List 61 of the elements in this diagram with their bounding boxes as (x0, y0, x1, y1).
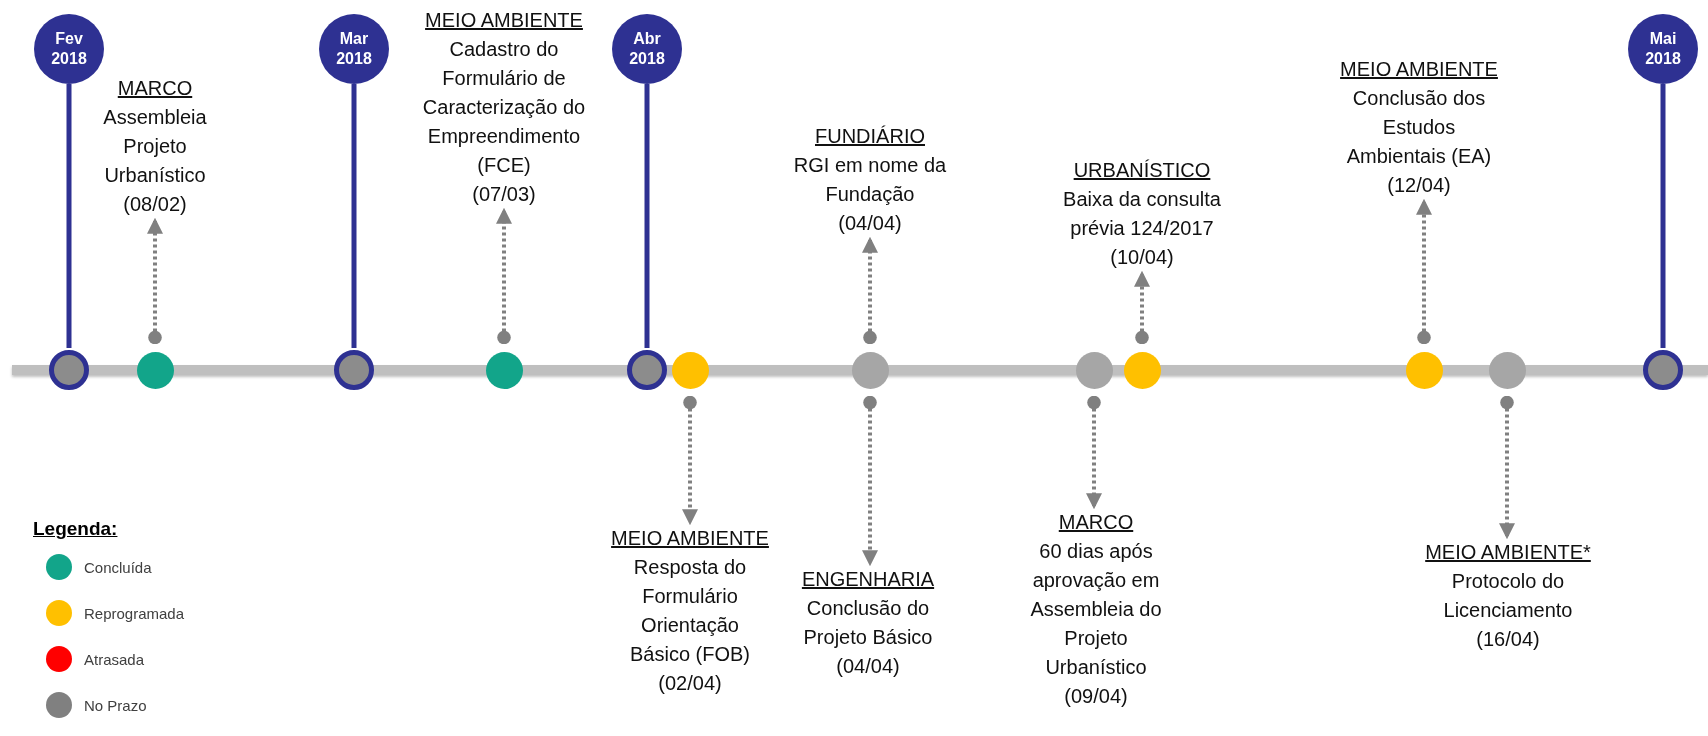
category-heading: URBANÍSTICO (1073, 158, 1211, 183)
legend-title: Legenda: (33, 518, 118, 540)
connector-line (351, 84, 357, 348)
dotted-arrow (862, 236, 878, 345)
category-heading: MEIO AMBIENTE (1340, 57, 1498, 82)
event-date: (02/04) (658, 671, 722, 696)
dotted-arrow (1499, 395, 1515, 540)
status-dot (671, 351, 709, 389)
category-heading: MEIO AMBIENTE* (1425, 540, 1591, 565)
event-date: (09/04) (1064, 684, 1128, 709)
event-description: Conclusão dos Estudos Ambientais (EA) (1345, 86, 1493, 169)
dotted-arrow (682, 395, 698, 526)
status-dot (851, 351, 889, 389)
status-dot (1123, 351, 1161, 389)
timeline-marker-circle (627, 350, 667, 390)
month-badge: Abr 2018 (612, 14, 682, 84)
status-dot (485, 351, 523, 389)
category-heading: MEIO AMBIENTE (611, 526, 769, 551)
status-dot (1075, 351, 1113, 389)
event-description: Cadastro do Formulário de Caracterização do Empreendimento (FCE) (421, 37, 587, 178)
dotted-arrow (147, 217, 163, 345)
category-heading: MARCO (1058, 510, 1134, 535)
dotted-arrow (862, 395, 878, 567)
connector-line (644, 84, 650, 348)
connector-line (1660, 84, 1666, 348)
status-dot (1405, 351, 1443, 389)
dotted-arrow (496, 207, 512, 345)
event-date: (10/04) (1110, 245, 1174, 270)
event-date: (08/02) (123, 192, 187, 217)
dotted-arrow (1134, 270, 1150, 345)
dotted-arrow (1086, 395, 1102, 510)
event-description: Protocolo do Licenciamento (1442, 569, 1574, 623)
status-dot (1488, 351, 1526, 389)
event-description: Conclusão do Projeto Básico (802, 596, 934, 650)
event-description: RGI em nome da Fundação (792, 153, 948, 207)
event-date: (12/04) (1387, 173, 1451, 198)
category-heading: ENGENHARIA (801, 567, 935, 592)
event-description: Resposta do Formulário Orientação Básico (FOB) (629, 555, 751, 667)
event-date: (04/04) (836, 654, 900, 679)
month-badge: Mar 2018 (319, 14, 389, 84)
dotted-arrow (1416, 198, 1432, 345)
legend-label: Concluída (84, 558, 152, 576)
event-description: Assembleia Projeto Urbanístico (102, 105, 208, 188)
event-description: 60 dias após aprovação em Assembleia do Projeto Urbanístico (1029, 539, 1163, 680)
category-heading: MARCO (117, 76, 193, 101)
month-badge: Fev 2018 (34, 14, 104, 84)
timeline-marker-circle (1643, 350, 1683, 390)
legend-label: No Prazo (84, 696, 147, 714)
legend-label: Atrasada (84, 650, 145, 668)
legend-label: Reprogramada (84, 604, 185, 622)
event-description: Baixa da consulta prévia 124/2017 (1062, 187, 1222, 241)
category-heading: FUNDIÁRIO (815, 124, 925, 149)
timeline-marker-circle (334, 350, 374, 390)
timeline-marker-circle (49, 350, 89, 390)
event-date: (04/04) (838, 211, 902, 236)
event-date: (16/04) (1476, 627, 1540, 652)
month-badge: Mai 2018 (1628, 14, 1698, 84)
status-dot (136, 351, 174, 389)
event-date: (07/03) (472, 182, 536, 207)
connector-line (66, 84, 72, 348)
category-heading: MEIO AMBIENTE (425, 8, 583, 33)
